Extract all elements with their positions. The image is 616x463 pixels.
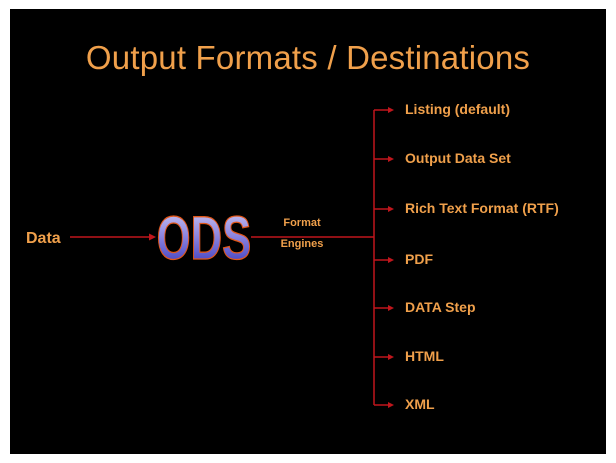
branch-arrow xyxy=(374,305,394,311)
branch-arrow xyxy=(374,354,394,360)
destination-rtf: Rich Text Format (RTF) xyxy=(405,200,559,216)
branch-arrow xyxy=(374,156,394,162)
destination-listing: Listing (default) xyxy=(405,101,510,117)
data-to-ods-arrow xyxy=(70,233,156,241)
branch-arrow xyxy=(374,257,394,263)
branch-arrow xyxy=(374,402,394,408)
ods-logo: ODS xyxy=(157,205,252,273)
destination-output-data-set: Output Data Set xyxy=(405,150,511,166)
branch-arrow xyxy=(374,107,394,113)
data-source-label: Data xyxy=(26,230,61,247)
format-engines-label-line1: Format xyxy=(283,217,321,229)
destination-xml: XML xyxy=(405,396,435,412)
slide: Output Formats / Destinations ODS xyxy=(10,9,606,454)
destination-data-step: DATA Step xyxy=(405,299,476,315)
format-engines-label-line2: Engines xyxy=(280,238,324,250)
branch-arrow xyxy=(374,206,394,212)
flow-diagram: ODS xyxy=(70,107,394,408)
slide-title: Output Formats / Destinations xyxy=(85,39,531,76)
destination-html: HTML xyxy=(405,348,444,364)
destination-pdf: PDF xyxy=(405,251,433,267)
